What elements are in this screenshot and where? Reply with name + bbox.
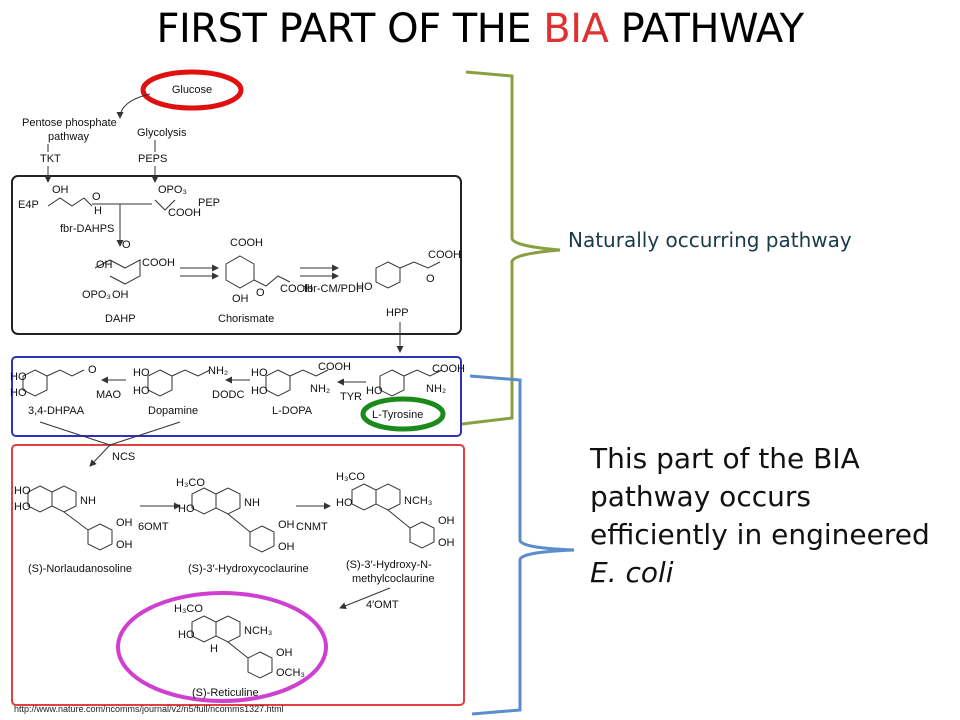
- hydroxy-n-label-1: (S)-3′-Hydroxy-N-: [346, 559, 432, 571]
- ret-h3co: H₃CO: [174, 603, 203, 615]
- hc-ho: HO: [178, 503, 195, 515]
- ppp-label-2: pathway: [48, 131, 89, 143]
- dopamine-nh2: NH₂: [208, 365, 228, 377]
- dhpaa-ho-2: HO: [10, 387, 27, 399]
- hpp-o: O: [426, 273, 435, 285]
- engineered-note: This part of the BIA pathway occurs effi…: [590, 442, 930, 589]
- mao-label: MAO: [96, 389, 122, 401]
- natural-pathway-brace: [461, 70, 561, 426]
- dopamine-label: Dopamine: [148, 405, 198, 417]
- e-coli-italic: E. coli: [590, 556, 674, 589]
- hydroxycoclaurine-label: (S)-3′-Hydroxycoclaurine: [188, 563, 309, 575]
- glycolysis-label: Glycolysis: [137, 127, 187, 139]
- hn-h3co: H₃CO: [336, 471, 365, 483]
- hc-oh-1: OH: [278, 519, 295, 531]
- dopamine-ho-1: HO: [133, 367, 150, 379]
- tyrosine-highlight-ring: [360, 396, 446, 432]
- ncs-label: NCS: [112, 451, 135, 463]
- tyrosine-cooh: COOH: [432, 363, 465, 375]
- ppp-label-1: Pentose phosphate: [22, 117, 117, 129]
- chorismate-label: Chorismate: [218, 313, 274, 325]
- dahp-label: DAHP: [105, 313, 136, 325]
- ret-och3: OCH₃: [276, 667, 305, 679]
- tyrosine-ho: HO: [366, 385, 383, 397]
- pep-opo: OPO₃: [158, 184, 187, 196]
- hpp-ho: HO: [356, 281, 373, 293]
- pep-cooh: COOH: [168, 207, 201, 219]
- hydroxy-n-label-2: methylcoclaurine: [352, 573, 435, 585]
- dahp-o: O: [122, 239, 131, 251]
- ret-oh: OH: [276, 647, 293, 659]
- fbr-cm-pdh-label: fbr-CM/PDH: [304, 283, 364, 295]
- naturally-occurring-note: Naturally occurring pathway: [568, 228, 852, 252]
- dopa-nh2: NH₂: [310, 383, 330, 395]
- hn-oh-1: OH: [438, 515, 455, 527]
- dodc-label: DODC: [212, 389, 244, 401]
- hc-oh-2: OH: [278, 541, 295, 553]
- dopa-label: L-DOPA: [272, 405, 313, 417]
- norl-ho-1: HO: [14, 485, 31, 497]
- glucose-highlight-ring: [140, 69, 244, 111]
- tkt-label: TKT: [40, 153, 61, 165]
- dopamine-ho-2: HO: [133, 385, 150, 397]
- hn-nch3: NCH₃: [404, 495, 432, 507]
- dahp-opo: OPO₃: [82, 289, 111, 301]
- e4p-oh: OH: [52, 184, 69, 196]
- pep-label: PEP: [198, 197, 220, 209]
- dopa-ho-1: HO: [251, 367, 268, 379]
- hn-ho: HO: [336, 497, 353, 509]
- bia-engineered-box: [11, 444, 465, 706]
- dhpaa-ho-1: HO: [10, 371, 27, 383]
- norl-ho-2: HO: [14, 501, 31, 513]
- reticuline-label: (S)-Reticuline: [192, 687, 259, 699]
- dhpaa-label: 3,4-DHPAA: [28, 405, 85, 417]
- source-url[interactable]: http://www.nature.com/ncomms/journal/v2/…: [14, 704, 284, 714]
- reticuline-highlight-ring: [116, 591, 328, 703]
- tyrosine-nh2: NH₂: [426, 383, 446, 395]
- ret-ho: HO: [178, 629, 195, 641]
- ret-h: H: [210, 643, 218, 655]
- 4omt-label: 4′OMT: [366, 599, 399, 611]
- 6omt-label: 6OMT: [138, 521, 169, 533]
- ret-nch3: NCH₃: [244, 625, 272, 637]
- norl-oh-2: OH: [116, 539, 133, 551]
- peps-label: PEPS: [138, 153, 167, 165]
- dopa-ho-2: HO: [251, 385, 268, 397]
- tyrosine-to-dopamine-box: [11, 356, 462, 437]
- chorismate-cooh: COOH: [230, 237, 263, 249]
- hc-nh: NH: [244, 497, 260, 509]
- e4p-label: E4P: [18, 199, 39, 211]
- fbr-dahps-label: fbr-DAHPS: [60, 223, 114, 235]
- tyrosine-label: L-Tyrosine: [372, 409, 423, 421]
- norl-nh: NH: [80, 495, 96, 507]
- hn-oh-2: OH: [438, 537, 455, 549]
- title-highlight: BIA: [543, 6, 609, 52]
- chorismate-oh: OH: [232, 293, 249, 305]
- dahp-oh-2: OH: [112, 289, 129, 301]
- page-title: FIRST PART OF THE BIA PATHWAY: [156, 6, 804, 52]
- tyr-label: TYR: [340, 391, 362, 403]
- dahp-oh: OH: [96, 259, 113, 271]
- dhpaa-o: O: [88, 364, 97, 376]
- e4p-h: H: [94, 205, 102, 217]
- hpp-label: HPP: [386, 307, 409, 319]
- hc-h3co: H₃CO: [176, 477, 205, 489]
- chorismate-cooh-2: COOH: [280, 283, 313, 295]
- e4p-o: O: [92, 191, 101, 203]
- dopa-cooh: COOH: [318, 361, 351, 373]
- norl-oh-1: OH: [116, 517, 133, 529]
- natural-pathway-box: [11, 175, 462, 335]
- cnmt-label: CNMT: [296, 521, 328, 533]
- glucose-label: Glucose: [172, 84, 212, 96]
- norlaudanosoline-label: (S)-Norlaudanosoline: [28, 563, 132, 575]
- engineered-pathway-brace: [469, 374, 575, 716]
- hpp-cooh: COOH: [428, 249, 461, 261]
- dahp-cooh: COOH: [142, 257, 175, 269]
- chorismate-o: O: [256, 287, 265, 299]
